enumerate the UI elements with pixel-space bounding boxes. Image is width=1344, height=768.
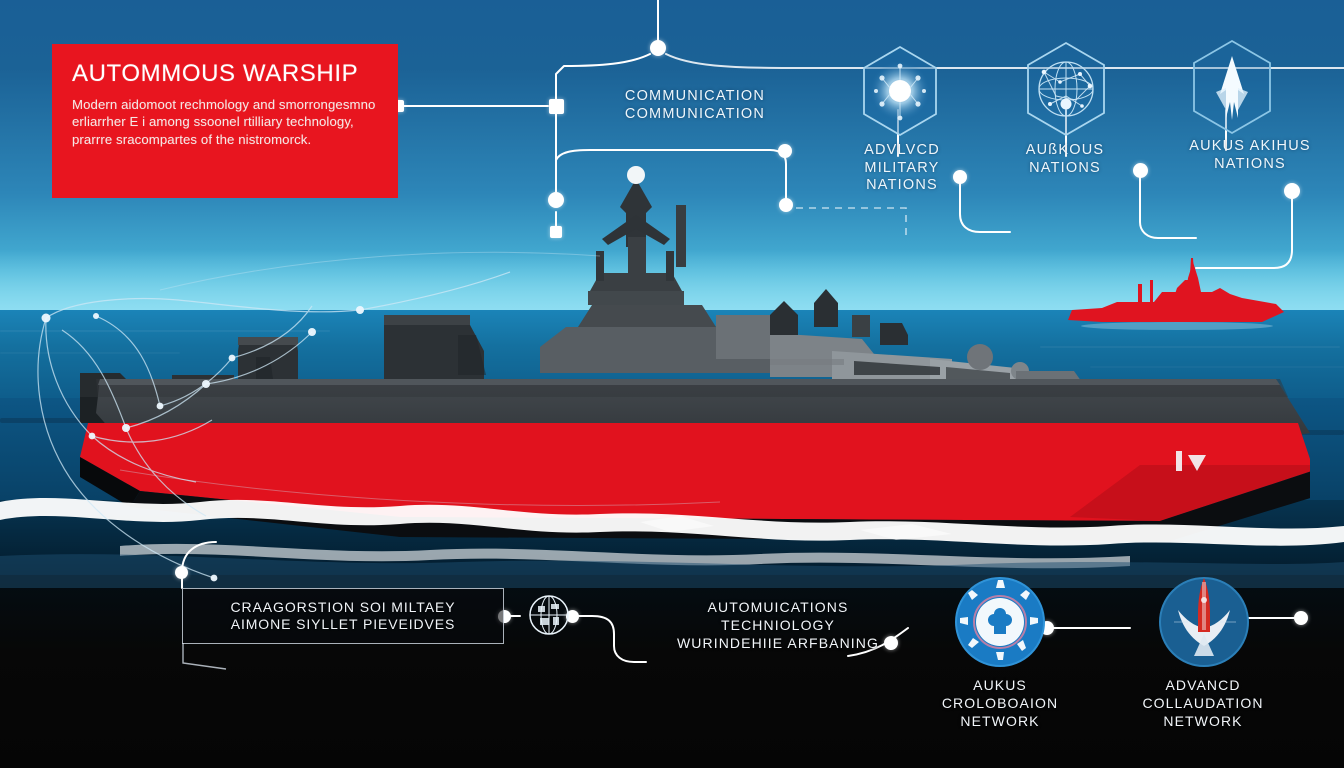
connector-node bbox=[566, 610, 579, 623]
glowing-network-core-icon[interactable] bbox=[856, 44, 944, 138]
rocket-wings-icon[interactable] bbox=[1158, 576, 1250, 668]
wave-line bbox=[1040, 346, 1340, 348]
connector-node bbox=[953, 170, 967, 184]
bottom-center-label: AUTOMUICATIONS TECHNIOLOGY WURINDEHIIE A… bbox=[676, 599, 879, 652]
callout-tail bbox=[182, 643, 242, 671]
connector-node bbox=[549, 99, 564, 114]
connector-node bbox=[884, 636, 898, 650]
bottom-callout-text: CRAAGORSTION SOI MILTAEY AIMONE SIYLLET … bbox=[230, 598, 456, 633]
emblem-label-2: ADVANCD COLLAUDATION NETWORK bbox=[1142, 677, 1264, 730]
label-communication: COMMUNICATION COMMUNICATION bbox=[624, 88, 766, 122]
headline-callout-panel[interactable]: AUTOMMOUS WARSHIP Modern aidomoot rechmo… bbox=[52, 44, 398, 198]
globe-connector-icon[interactable] bbox=[526, 592, 572, 638]
ship-arrow-icon[interactable] bbox=[1186, 38, 1278, 136]
connector-node bbox=[779, 198, 793, 212]
connector-node bbox=[1294, 611, 1308, 625]
globe-network-icon[interactable] bbox=[1020, 40, 1112, 138]
horizon-red-warship bbox=[1062, 258, 1290, 340]
connector-node bbox=[778, 144, 792, 158]
connector-node bbox=[650, 40, 666, 56]
aukus-seal-icon[interactable] bbox=[954, 576, 1046, 668]
emblem-label-1: AUKUS CROLOBOAION NETWORK bbox=[941, 677, 1059, 730]
connector-node bbox=[175, 566, 188, 579]
callout-body-text: Modern aidomoot rechmology and smorronge… bbox=[72, 97, 376, 147]
hex-node-label-2: AUßKOUS NATIONS bbox=[1025, 142, 1105, 176]
connector-node bbox=[550, 226, 562, 238]
connector-node bbox=[548, 192, 564, 208]
bottom-callout-panel[interactable]: CRAAGORSTION SOI MILTAEY AIMONE SIYLLET … bbox=[182, 588, 504, 644]
connector-node bbox=[1284, 183, 1300, 199]
page-title: AUTOMMOUS WARSHIP bbox=[72, 60, 359, 87]
main-warship-illustration bbox=[80, 165, 1310, 565]
hex-node-label-3: AUKUS AKIHUS NATIONS bbox=[1189, 138, 1311, 172]
connector-node bbox=[1133, 163, 1148, 178]
hex-node-label-1: ADVLVCD MILITARY NATIONS bbox=[864, 142, 940, 194]
